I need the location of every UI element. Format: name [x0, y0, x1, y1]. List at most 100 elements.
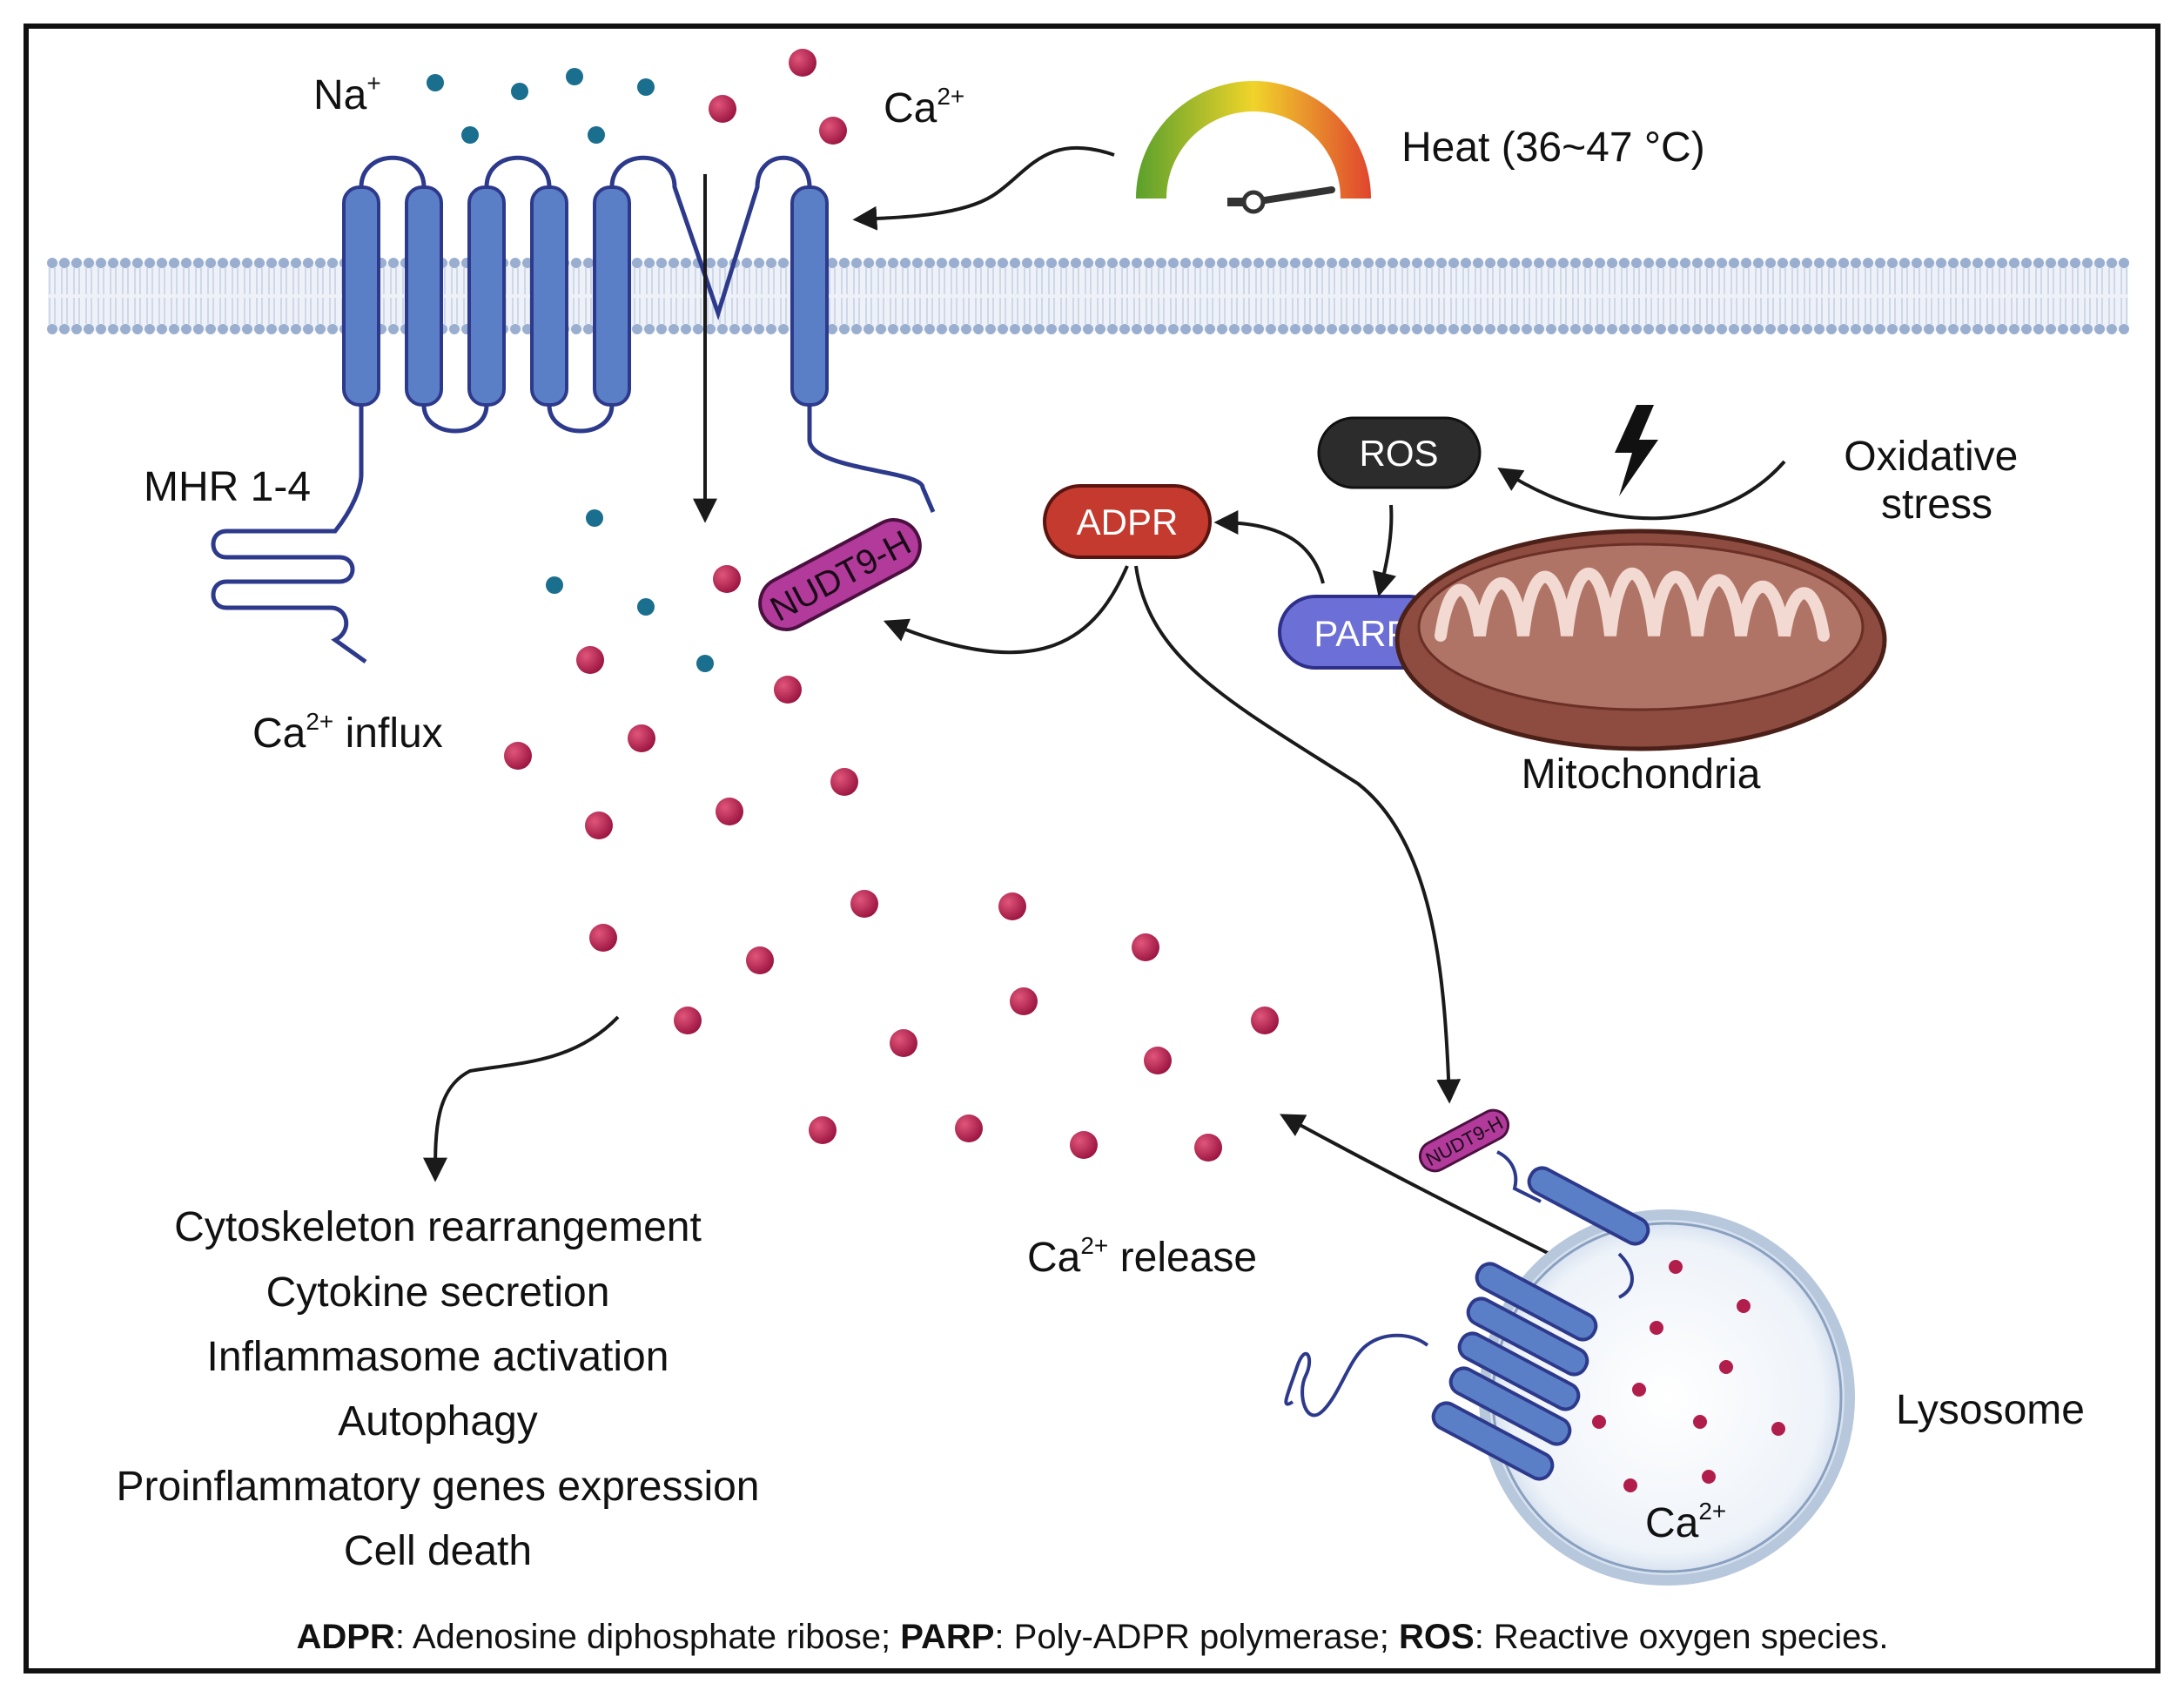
lipid-head: [1022, 324, 1032, 334]
lipid-head: [1339, 258, 1349, 268]
lipid-head: [120, 324, 131, 334]
outcome-item: Autophagy: [338, 1398, 538, 1444]
lipid-tail: [1389, 268, 1396, 324]
lipid-head: [1095, 258, 1105, 268]
lipid-head: [315, 324, 326, 334]
lipid-head: [742, 258, 752, 268]
lipid-tail: [1657, 268, 1664, 324]
lipid-head: [1412, 324, 1422, 334]
lipid-tail: [97, 268, 104, 324]
lipid-head: [1241, 324, 1252, 334]
lipid-head: [1010, 258, 1020, 268]
lipid-tail: [1755, 268, 1762, 324]
lipid-head: [1375, 258, 1386, 268]
lipid-head: [1607, 324, 1617, 334]
lipid-tail: [573, 268, 580, 324]
lipid-head: [1753, 324, 1764, 334]
ca-release-label: Ca2+ release: [1027, 1232, 1257, 1281]
calcium-ion: [1623, 1478, 1637, 1492]
lipid-head: [1777, 258, 1788, 268]
lipid-tail: [963, 268, 970, 324]
lipid-tail: [1011, 268, 1018, 324]
lipid-tail: [743, 268, 750, 324]
lipid-head: [1448, 258, 1459, 268]
lipid-head: [949, 258, 959, 268]
lipid-head: [1388, 324, 1398, 334]
lipid-tail: [1633, 268, 1640, 324]
lipid-tail: [1194, 268, 1201, 324]
lipid-head: [1583, 324, 1593, 334]
lipid-head: [985, 258, 996, 268]
lipid-head: [1071, 258, 1081, 268]
lipid-head: [1436, 258, 1447, 268]
lipid-tail: [110, 268, 117, 324]
lipid-head: [1924, 258, 1934, 268]
lipid-tail: [122, 268, 129, 324]
lipid-head: [864, 324, 874, 334]
calcium-ion: [576, 646, 604, 674]
lipid-head: [327, 324, 338, 334]
lipid-head: [839, 258, 850, 268]
lipid-tail: [1206, 268, 1213, 324]
lipid-head: [1253, 324, 1264, 334]
outcomes-list: Cytoskeleton rearrangement Cytokine secr…: [116, 1204, 759, 1574]
lipid-head: [1972, 258, 1983, 268]
lipid-tail: [951, 268, 958, 324]
calcium-ion: [1771, 1422, 1785, 1436]
lipid-head: [1595, 258, 1605, 268]
lipid-head: [1534, 324, 1544, 334]
lipid-head: [1704, 258, 1715, 268]
lipid-tail: [1877, 268, 1884, 324]
lipid-tail: [1060, 268, 1067, 324]
outcome-item: Cell death: [344, 1528, 532, 1574]
lipid-head: [656, 324, 667, 334]
lipid-head: [851, 324, 862, 334]
lipid-head: [2070, 258, 2080, 268]
lipid-head: [1448, 324, 1459, 334]
lipid-head: [1022, 258, 1032, 268]
lipid-tail: [146, 268, 153, 324]
parp-label: PARP: [1314, 613, 1410, 654]
lipid-head: [2021, 258, 2032, 268]
lipid-head: [266, 258, 277, 268]
lipid-head: [1875, 324, 1885, 334]
pathway-arrows: [423, 460, 1786, 1260]
lipid-head: [1583, 258, 1593, 268]
lipid-tail: [1328, 268, 1335, 324]
lipid-tail: [1767, 268, 1774, 324]
calcium-ion: [709, 95, 736, 123]
lipid-head: [1558, 258, 1569, 268]
lipid-tail: [1986, 268, 1993, 324]
lipid-head: [291, 258, 301, 268]
lipid-head: [1619, 324, 1630, 334]
lipid-tail: [1182, 268, 1189, 324]
lipid-head: [729, 324, 740, 334]
lipid-head: [1351, 258, 1361, 268]
lipid-head: [1180, 324, 1191, 334]
footnote: ADPR: Adenosine diphosphate ribose; PARP…: [296, 1618, 1888, 1656]
lipid-head: [1473, 324, 1483, 334]
ca-influx-label: Ca2+ influx: [252, 708, 443, 757]
lipid-head: [1424, 258, 1435, 268]
lipid-head: [705, 324, 716, 334]
lysosome-calcium-ions: [1592, 1260, 1785, 1492]
lipid-head: [1924, 324, 1934, 334]
lipid-tail: [390, 268, 397, 324]
lipid-head: [2033, 258, 2044, 268]
lipid-head: [303, 258, 313, 268]
lipid-head: [1071, 324, 1081, 334]
lipid-head: [1753, 258, 1764, 268]
lipid-head: [1595, 324, 1605, 334]
lipid-head: [510, 258, 521, 268]
lipid-head: [1802, 324, 1812, 334]
lipid-head: [949, 324, 959, 334]
calcium-ion: [955, 1114, 983, 1142]
sodium-ion: [586, 509, 603, 527]
lipid-head: [1497, 324, 1508, 334]
calcium-ion: [1070, 1131, 1098, 1159]
lipid-tail: [305, 268, 312, 324]
lipid-head: [973, 324, 984, 334]
lipid-head: [84, 324, 94, 334]
lipid-tail: [1511, 268, 1518, 324]
lipid-head: [266, 324, 277, 334]
